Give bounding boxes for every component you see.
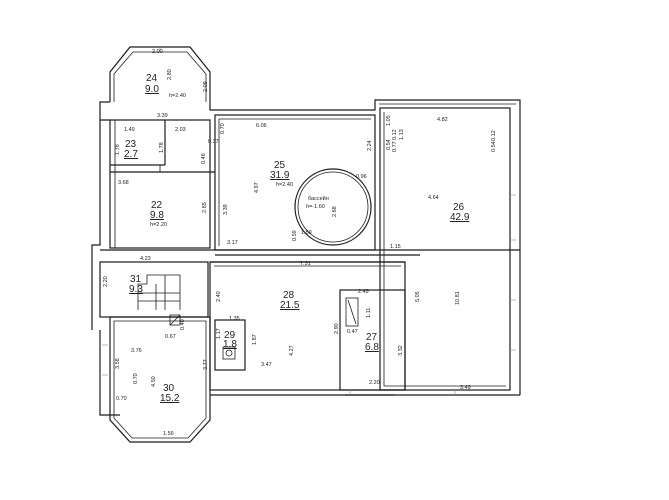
dimension: 4.23 (140, 256, 151, 262)
dimension: 1.15 (390, 244, 401, 250)
room-area: 9.0 (145, 84, 159, 95)
pool: бассейн h=-1.60 (294, 168, 372, 246)
dimension: 0.77 (392, 141, 398, 152)
room-area: 2.7 (124, 149, 138, 160)
dimension: 6.06 (256, 123, 267, 129)
dimension: 4.64 (428, 195, 439, 201)
dimension: 0.37 (208, 139, 219, 145)
room-height: h=2.40 (276, 182, 293, 188)
dimension: 3.32 (398, 345, 404, 356)
dimension: 1.11 (366, 308, 372, 318)
dimension: 0.54 (491, 141, 497, 152)
dimension: 1.59 (301, 230, 312, 236)
dimension: 0.70 (116, 396, 127, 402)
dimension: 1.78 (159, 142, 165, 153)
room-area: 9.8 (150, 210, 164, 221)
pool-depth: h=-1.60 (306, 204, 325, 210)
room-area: 21.5 (280, 300, 300, 311)
dimension: 2.20 (103, 276, 109, 287)
dimension: 0.59 (292, 230, 298, 241)
dimension: 1.87 (252, 334, 258, 345)
dimension: 3.39 (157, 113, 168, 119)
dimension: 3.68 (118, 180, 129, 186)
dimension: 1.13 (399, 129, 405, 140)
dimension: 3.17 (227, 240, 238, 246)
dimension: 1.78 (115, 144, 121, 155)
room-number: 25 (274, 160, 286, 171)
dimension: 3.58 (115, 358, 121, 369)
room-number: 23 (125, 139, 137, 150)
room-area: 9.3 (129, 284, 143, 295)
dimension: 2.68 (332, 206, 338, 217)
dimension: 0.67 (165, 334, 176, 340)
dimension: 2.40 (216, 291, 222, 302)
dimension: 4.82 (437, 117, 448, 123)
dimension: 0.12 (491, 130, 497, 141)
dimension: 2.24 (367, 140, 373, 151)
dimension: 1.05 (386, 115, 392, 126)
dimension-labels: 2.00 2.80 2.09 3.39 1.49 2.03 0.37 0.70 … (103, 49, 497, 437)
dimension: 2.03 (175, 127, 186, 133)
dimension: 2.80 (167, 69, 173, 80)
dimension: 0.70 (220, 123, 226, 134)
dimension: 2.49 (358, 289, 369, 295)
dimension: 1.56 (163, 431, 174, 437)
pool-label: бассейн (308, 195, 329, 202)
dimension: 0.46 (201, 153, 207, 164)
dimension: 0.54 (386, 139, 392, 150)
dimension: 3.49 (460, 385, 471, 391)
room-number: 28 (283, 290, 295, 301)
room-number: 26 (453, 202, 465, 213)
dimension: 4.97 (254, 182, 260, 193)
room-height: h=2.40 (169, 93, 186, 99)
room-area: 6.8 (365, 342, 379, 353)
dimension: 0.47 (347, 329, 358, 335)
dimension: 7.31 (300, 261, 311, 267)
room-area: 15.2 (160, 393, 180, 404)
dimension: 2.85 (202, 202, 208, 213)
room-number: 24 (146, 73, 158, 84)
room-area: 1.8 (223, 339, 237, 350)
dimension: 0.40 (180, 319, 186, 330)
room-number: 30 (163, 383, 175, 394)
dimension: 3.76 (131, 348, 142, 354)
dimension: 3.47 (261, 362, 272, 368)
room-height: h=2.20 (150, 222, 167, 228)
dimension: 4.27 (289, 345, 295, 356)
dimension: 10.81 (455, 291, 461, 305)
dimension: 1.17 (216, 328, 222, 339)
dimension: 4.50 (151, 376, 157, 387)
dimension: 2.00 (152, 49, 163, 55)
room-number: 27 (366, 332, 378, 343)
dimension: 0.12 (392, 129, 398, 140)
dimension: 3.39 (223, 204, 229, 215)
dimension: 2.90 (334, 323, 340, 334)
dimension: 0.70 (133, 373, 139, 384)
dimension: 2.20 (369, 380, 380, 386)
dimension: 1.49 (124, 127, 135, 133)
room-number: 29 (224, 330, 236, 341)
room-area: 42.9 (450, 212, 470, 223)
dimension: 0.96 (356, 174, 367, 180)
dimension: 2.09 (203, 81, 209, 92)
walls (91, 46, 521, 443)
dimension: 3.77 (203, 359, 209, 370)
room-labels: 24 9.0 h=2.40 23 2.7 22 9.8 h=2.20 25 31… (124, 73, 470, 404)
room-number: 31 (130, 274, 142, 285)
dimension: 1.35 (229, 316, 240, 322)
room-number: 22 (151, 200, 163, 211)
dimension: 5.05 (415, 291, 421, 302)
room-area: 31.9 (270, 170, 290, 181)
